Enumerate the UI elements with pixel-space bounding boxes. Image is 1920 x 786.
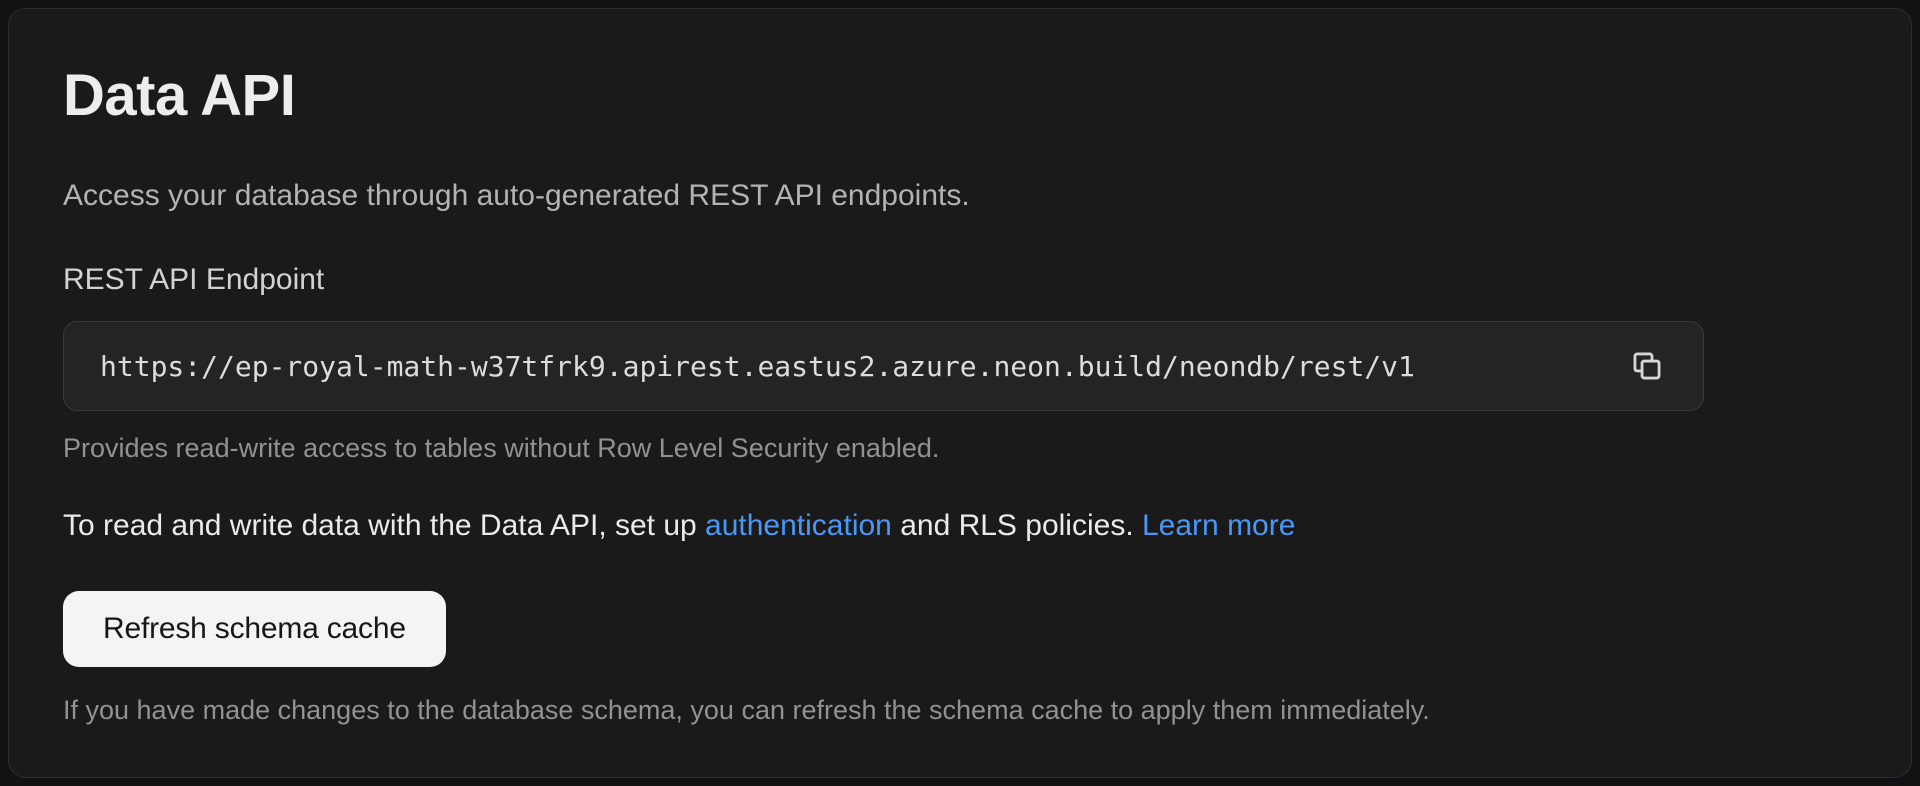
- page-description: Access your database through auto-genera…: [63, 179, 970, 212]
- endpoint-helper-text: Provides read-write access to tables wit…: [63, 433, 940, 463]
- rls-note-text-before: To read and write data with the Data API…: [63, 509, 706, 542]
- refresh-schema-cache-button[interactable]: Refresh schema cache: [63, 591, 446, 667]
- endpoint-url-text: https://ep-royal-math-w37tfrk9.apirest.e…: [100, 349, 1415, 383]
- rls-note: To read and write data with the Data API…: [63, 507, 1857, 545]
- endpoint-url-field[interactable]: https://ep-royal-math-w37tfrk9.apirest.e…: [63, 321, 1704, 411]
- endpoint-label: REST API Endpoint: [63, 263, 325, 296]
- rls-note-text-between: and RLS policies.: [891, 509, 1142, 542]
- copy-endpoint-button[interactable]: [1625, 344, 1669, 388]
- learn-more-link[interactable]: Learn more: [1142, 509, 1296, 542]
- page-title: Data API: [63, 63, 296, 128]
- schema-cache-helper-text: If you have made changes to the database…: [63, 695, 1430, 725]
- authentication-link[interactable]: authentication: [705, 509, 892, 542]
- copy-icon: [1633, 352, 1661, 380]
- data-api-card: Data API Access your database through au…: [8, 8, 1912, 778]
